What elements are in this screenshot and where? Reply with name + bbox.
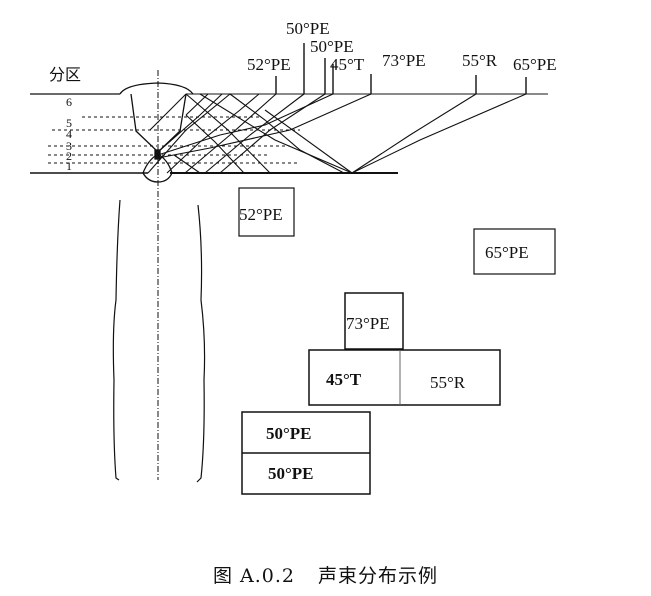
zone-heading: 分区 [49, 65, 81, 84]
box-52pe: 52°PE [238, 187, 295, 237]
figure-title: 声束分布示例 [318, 565, 439, 587]
box-50pe-bottom-label: 50°PE [268, 464, 314, 483]
box-45t-label: 45°T [326, 370, 362, 389]
figure-caption: 图 A.0.2 声束分布示例 [0, 561, 651, 588]
zone-3: 3 [66, 139, 72, 153]
label-55r: 55°R [462, 51, 498, 70]
zone-6: 6 [66, 95, 72, 109]
box-65pe: 65°PE [473, 228, 556, 275]
zone-boundaries [48, 116, 300, 164]
zone-1: 1 [66, 159, 72, 173]
figure-number: 图 A.0.2 [212, 565, 295, 587]
box-55r-label: 55°R [430, 373, 466, 392]
zone-2: 2 [66, 149, 72, 163]
zone-4: 4 [66, 127, 72, 141]
label-73pe: 73°PE [382, 51, 426, 70]
box-50pe-stack: 50°PE 50°PE [241, 411, 371, 495]
label-65pe: 65°PE [513, 55, 557, 74]
beam-paths [147, 93, 527, 174]
label-50pe-upper: 50°PE [286, 19, 330, 38]
probe-markers [275, 43, 527, 94]
box-65pe-label: 65°PE [485, 243, 529, 262]
box-73pe: 73°PE [344, 292, 404, 350]
box-45t-55r: 45°T 55°R [308, 349, 501, 406]
label-50pe-lower: 50°PE [310, 37, 354, 56]
box-73pe-label: 73°PE [346, 314, 390, 333]
box-52pe-label: 52°PE [239, 205, 283, 224]
weld-top-view-outline [112, 199, 206, 483]
box-50pe-top-label: 50°PE [266, 424, 312, 443]
label-52pe: 52°PE [247, 55, 291, 74]
zone-5: 5 [66, 116, 72, 130]
label-45t: 45°T [330, 55, 365, 74]
